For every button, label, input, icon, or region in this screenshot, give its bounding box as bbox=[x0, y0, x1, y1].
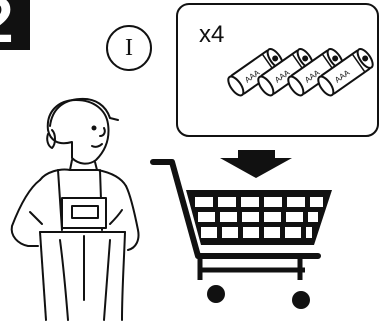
battery-quantity-label: x4 bbox=[199, 23, 224, 47]
arrow-down-icon bbox=[220, 150, 292, 178]
worker-figure bbox=[12, 99, 139, 320]
shopping-cart-icon bbox=[153, 162, 332, 309]
